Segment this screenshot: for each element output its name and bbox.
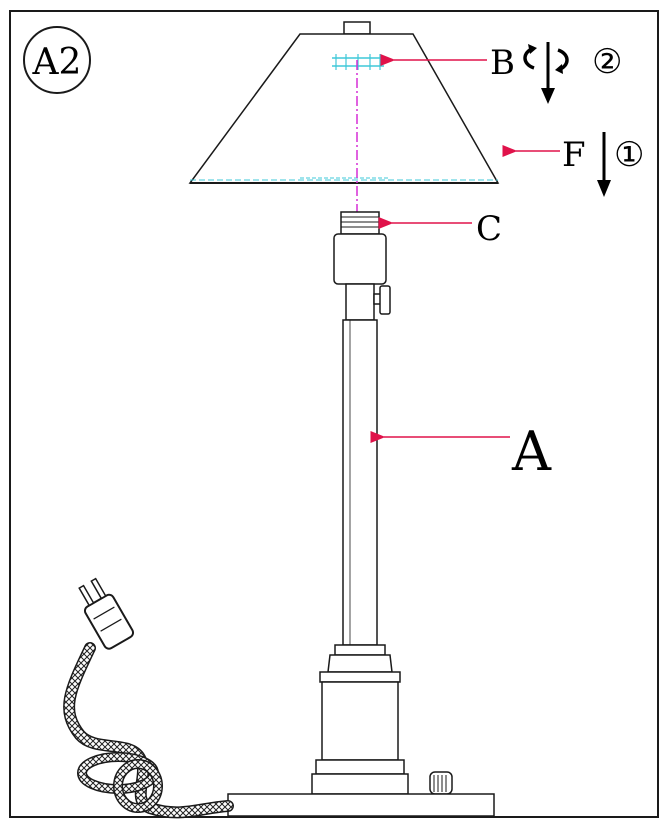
down-arrow-icon-b <box>541 42 555 104</box>
pointer-lines <box>370 54 560 443</box>
step-1-marker: ① <box>614 135 644 175</box>
step-2-marker: ② <box>592 42 622 82</box>
label-c: C <box>476 209 502 249</box>
down-arrow-icon-f <box>597 132 611 197</box>
shade-finial <box>343 21 371 35</box>
dimmer-knob <box>429 771 453 795</box>
base-plate <box>227 793 495 817</box>
label-b: B <box>490 43 515 83</box>
power-plug <box>78 577 135 650</box>
braided-cord <box>63 642 234 819</box>
base-column <box>311 644 409 795</box>
label-f: F <box>562 135 586 175</box>
socket-body <box>333 233 387 285</box>
finial-b <box>332 54 384 70</box>
threaded-rod-c <box>340 211 380 235</box>
twist-arrows-icon <box>523 44 569 74</box>
lamp-shade <box>188 21 500 184</box>
step-badge: A2 <box>23 26 91 94</box>
lamp-pole-a <box>342 283 378 646</box>
thumb-screw <box>373 285 391 315</box>
step-badge-label: A2 <box>32 42 82 83</box>
shade-body <box>188 33 500 184</box>
label-a: A <box>511 420 552 483</box>
